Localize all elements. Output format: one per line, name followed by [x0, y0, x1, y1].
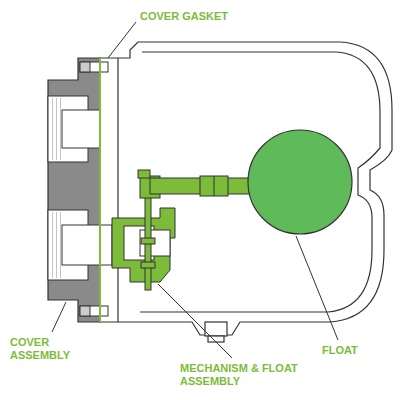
mechanism [112, 170, 262, 290]
part-label: MECHANISM & FLOAT ASSEMBLY [180, 362, 330, 388]
float-ball [248, 130, 352, 234]
cover-assembly [48, 58, 112, 322]
part-label: COVER GASKET [140, 10, 260, 23]
part-label: FLOAT [322, 344, 382, 357]
body-outline [100, 42, 392, 342]
leader-lines [52, 22, 338, 358]
part-label: COVER ASSEMBLY [10, 336, 82, 362]
